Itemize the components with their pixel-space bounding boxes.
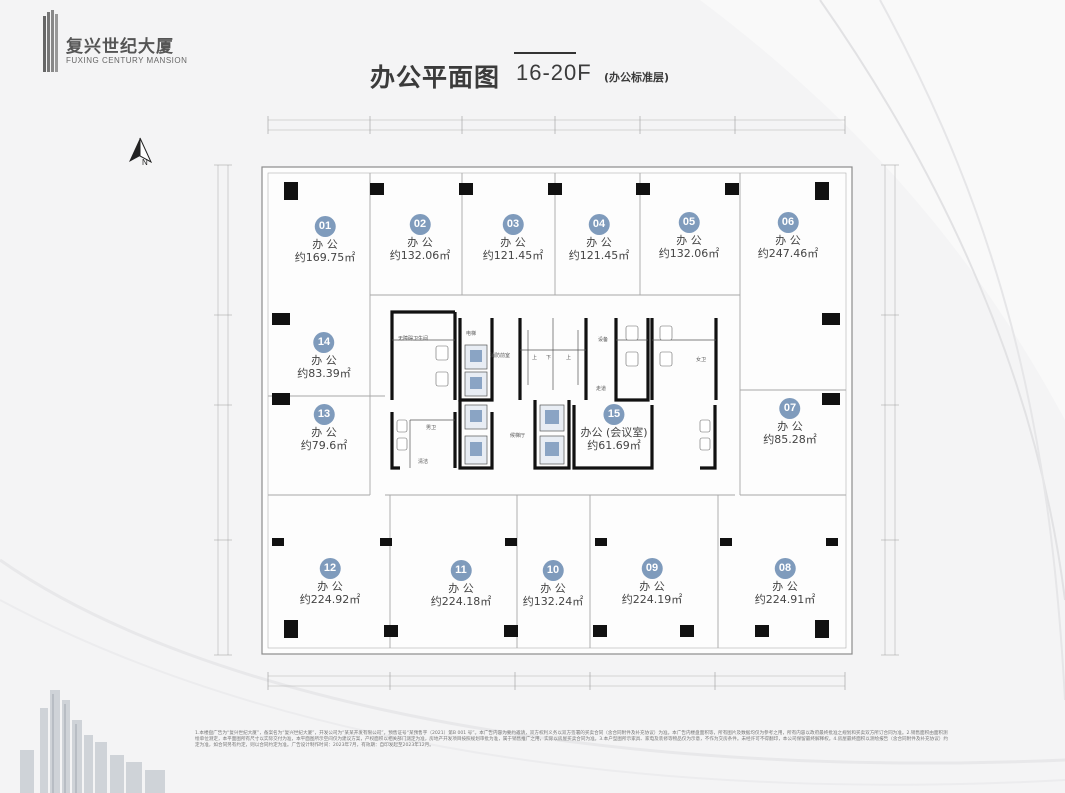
room-type: 办 公 <box>500 236 526 249</box>
room-type: 办 公 <box>777 420 803 433</box>
room-number-badge: 01 <box>314 216 336 237</box>
room-number-badge: 02 <box>409 214 431 235</box>
room-number-badge: 12 <box>319 558 341 579</box>
title-main: 办公平面图 <box>370 63 501 92</box>
room-12: 12 办 公 约224.92㎡ <box>299 558 361 606</box>
room-type: 办 公 <box>407 236 433 249</box>
room-03: 03 办 公 约121.45㎡ <box>482 214 544 262</box>
room-type: 办 公 <box>312 238 338 251</box>
room-area: 约121.45㎡ <box>568 249 630 262</box>
room-01: 01 办 公 约169.75㎡ <box>294 216 356 264</box>
room-07: 07 办 公 约85.28㎡ <box>763 398 817 446</box>
room-area: 约224.18㎡ <box>430 595 492 608</box>
room-13: 13 办 公 约79.6㎡ <box>300 404 348 452</box>
room-number-badge: 15 <box>603 404 625 425</box>
room-type: 办 公 <box>775 234 801 247</box>
elevator-label: 电梯 <box>466 331 477 337</box>
fire-room-label: 消防前室 <box>490 353 511 359</box>
room-14: 14 办 公 约83.39㎡ <box>297 332 351 380</box>
core-walls <box>390 310 718 470</box>
restroom-fixtures <box>396 325 711 451</box>
brand-name: 复兴世纪大厦 <box>66 37 174 57</box>
equipment-label: 设备 <box>598 337 609 343</box>
room-09: 09 办 公 约224.19㎡ <box>621 558 683 606</box>
room-type: 办 公 <box>639 580 665 593</box>
room-04: 04 办 公 约121.45㎡ <box>568 214 630 262</box>
room-number-badge: 13 <box>313 404 335 425</box>
room-08: 08 办 公 约224.91㎡ <box>754 558 816 606</box>
structural-columns <box>272 182 840 638</box>
room-area: 约85.28㎡ <box>763 433 817 446</box>
room-number-badge: 07 <box>779 398 801 419</box>
room-type: 办 公 <box>772 580 798 593</box>
room-number-badge: 10 <box>542 560 564 581</box>
title-rule <box>514 52 576 54</box>
stair-up-label-2: 上 <box>566 355 572 361</box>
title-note: (办公标准层) <box>604 71 670 84</box>
room-area: 约61.69㎡ <box>587 439 641 452</box>
room-area: 约79.6㎡ <box>300 439 348 452</box>
male-restroom-label: 男卫 <box>426 425 437 431</box>
room-11: 11 办 公 约224.18㎡ <box>430 560 492 608</box>
room-area: 约132.24㎡ <box>522 595 584 608</box>
room-05: 05 办 公 约132.06㎡ <box>658 212 720 260</box>
room-type: 办 公 <box>540 582 566 595</box>
stair-up-label: 上 <box>532 355 538 361</box>
room-type: 办 公 <box>311 354 337 367</box>
corridor-label: 走道 <box>596 386 607 392</box>
cleaning-label: 清洁 <box>418 459 429 465</box>
title-floors: 16-20F <box>516 60 592 85</box>
stair-down-label: 下 <box>546 355 552 361</box>
room-15: 15 办公 (会议室) 约61.69㎡ <box>580 404 648 452</box>
female-restroom-label: 女卫 <box>696 357 707 363</box>
room-number-badge: 03 <box>502 214 524 235</box>
room-number-badge: 09 <box>641 558 663 579</box>
partition-walls <box>268 173 846 648</box>
room-area: 约169.75㎡ <box>294 251 356 264</box>
room-type: 办 公 <box>586 236 612 249</box>
room-02: 02 办 公 约132.06㎡ <box>389 214 451 262</box>
dimension-lines <box>214 116 899 690</box>
room-number-badge: 05 <box>678 212 700 233</box>
room-type: 办 公 <box>311 426 337 439</box>
north-arrow-icon: N <box>129 137 153 167</box>
room-area: 约132.06㎡ <box>389 249 451 262</box>
room-number-badge: 14 <box>313 332 335 353</box>
room-area: 约224.91㎡ <box>754 593 816 606</box>
room-type: 办 公 <box>676 234 702 247</box>
room-area: 约247.46㎡ <box>757 247 819 260</box>
room-area: 约83.39㎡ <box>297 367 351 380</box>
legal-disclaimer: 1.本楼盘广告为“复兴世纪大厦”，备案名为“复兴世纪大厦”，开发公司为“某某开发… <box>195 731 948 749</box>
room-number-badge: 11 <box>450 560 472 581</box>
room-type: 办公 (会议室) <box>580 426 648 439</box>
room-10: 10 办 公 约132.24㎡ <box>522 560 584 608</box>
room-area: 约132.06㎡ <box>658 247 720 260</box>
brand-name-en: FUXING CENTURY MANSION <box>66 56 188 65</box>
room-area: 约224.92㎡ <box>299 593 361 606</box>
room-type: 办 公 <box>317 580 343 593</box>
elevator-icons <box>470 350 559 456</box>
north-label: N <box>142 158 148 167</box>
lobby-label: 候梯厅 <box>510 433 526 439</box>
room-number-badge: 04 <box>588 214 610 235</box>
room-number-badge: 06 <box>777 212 799 233</box>
disabled-restroom-label: 无障碍卫生间 <box>398 336 429 342</box>
room-number-badge: 08 <box>774 558 796 579</box>
city-skyline-illustration <box>20 690 165 793</box>
room-area: 约224.19㎡ <box>621 593 683 606</box>
room-area: 约121.45㎡ <box>482 249 544 262</box>
tower-logo-icon <box>43 10 58 72</box>
room-06: 06 办 公 约247.46㎡ <box>757 212 819 260</box>
room-type: 办 公 <box>448 582 474 595</box>
